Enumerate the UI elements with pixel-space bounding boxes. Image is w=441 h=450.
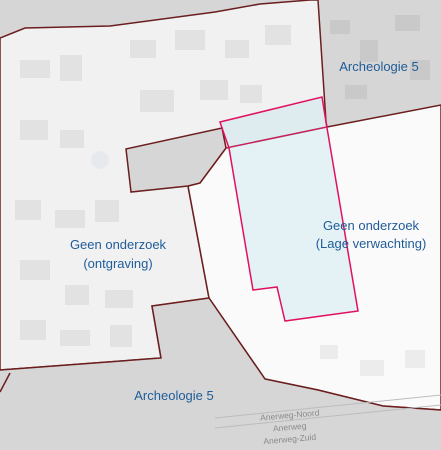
street-label-anerweg: Anerweg bbox=[273, 421, 308, 434]
label-archeologie-5-bottom: Archeologie 5 bbox=[134, 388, 214, 403]
plan-area-outline[interactable] bbox=[219, 96, 359, 322]
zone-boundary-bottom bbox=[0, 297, 441, 411]
building-footprints-ontgraving bbox=[15, 25, 291, 347]
label-ontgraving-line1: Geen onderzoek bbox=[70, 237, 167, 252]
building-footprints-lage bbox=[320, 345, 425, 376]
zone-boundary-corner bbox=[0, 372, 11, 393]
label-lage-verwachting-line2: (Lage verwachting) bbox=[316, 236, 427, 251]
label-archeologie-5-top: Archeologie 5 bbox=[339, 59, 419, 74]
zone-archeologie-bottom[interactable] bbox=[0, 298, 441, 450]
road-lines bbox=[214, 394, 441, 429]
label-ontgraving-line2: (ontgraving) bbox=[83, 256, 152, 271]
street-label-anerweg-zuid: Anerweg-Zuid bbox=[263, 432, 317, 447]
pond-shape bbox=[91, 151, 109, 169]
plan-area-inner-line bbox=[225, 126, 328, 149]
label-lage-verwachting-line1: Geen onderzoek bbox=[323, 218, 420, 233]
